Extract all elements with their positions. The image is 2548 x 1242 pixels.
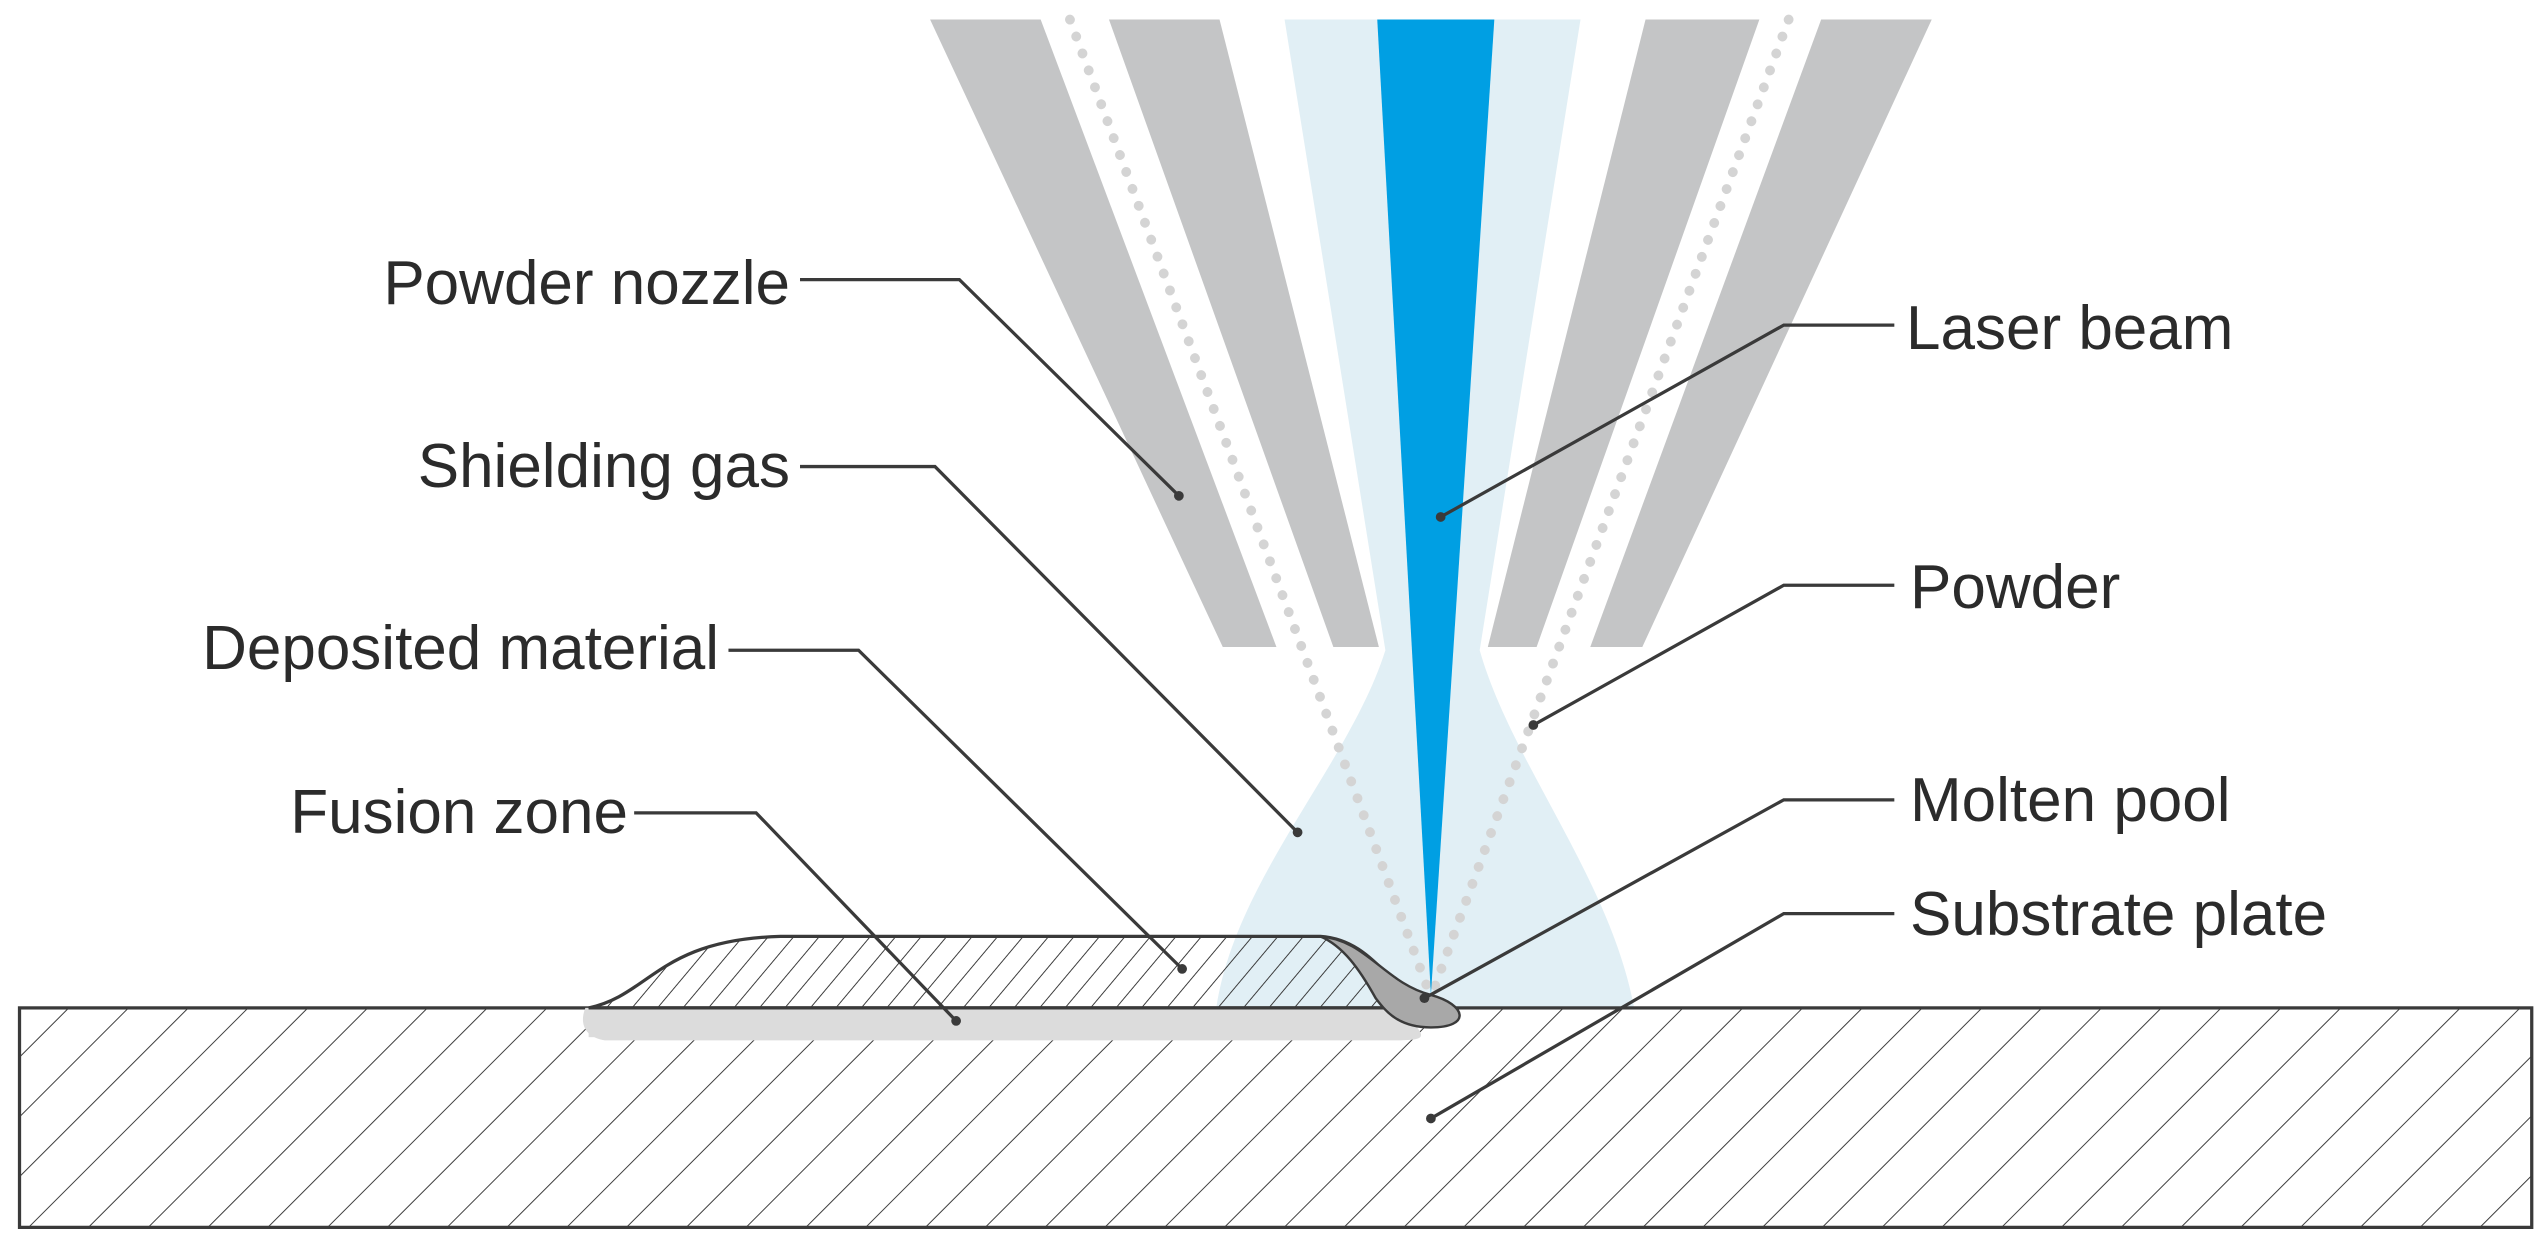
label-deposited-material: Deposited material: [202, 614, 719, 683]
label-powder: Powder: [1910, 553, 2121, 622]
powder-nozzle-right-outer: [1590, 19, 1932, 648]
leader-shielding-gas: [800, 464, 1299, 834]
molten-pool: [1319, 935, 1461, 1029]
leader-fusion-zone: [634, 811, 958, 1023]
deposited-material: [588, 934, 1417, 1010]
leader-laser-beam: [1439, 323, 1895, 519]
leader-dot-molten-pool: [1419, 993, 1430, 1004]
leader-deposited-material: [728, 648, 1184, 971]
leader-dot-powder: [1528, 720, 1539, 730]
leader-dot-fusion-zone: [951, 1016, 961, 1026]
leader-powder-nozzle: [800, 277, 1181, 497]
powder-nozzle-left-outer: [930, 19, 1277, 648]
leader-powder: [1532, 583, 1895, 727]
leader-dot-shielding-gas: [1292, 827, 1303, 838]
fusion-zone-band: [588, 1007, 1410, 1038]
label-shielding-gas: Shielding gas: [417, 432, 790, 501]
powder-nozzle-left-inner: [1108, 19, 1379, 648]
laser-beam: [1377, 19, 1495, 995]
label-laser-beam: Laser beam: [1906, 294, 2234, 363]
leader-dot-laser-beam: [1435, 512, 1446, 522]
label-fusion-zone: Fusion zone: [290, 778, 628, 847]
leader-molten-pool: [1423, 798, 1895, 1000]
powder-nozzle-right-inner: [1487, 19, 1760, 648]
leader-dot-substrate-plate: [1426, 1113, 1436, 1124]
label-substrate-plate: Substrate plate: [1910, 880, 2328, 949]
leader-dot-powder-nozzle: [1173, 490, 1184, 501]
label-powder-nozzle: Powder nozzle: [383, 249, 790, 318]
label-molten-pool: Molten pool: [1910, 766, 2231, 835]
leader-dot-deposited-material: [1177, 964, 1188, 974]
leader-substrate-plate: [1430, 911, 1895, 1120]
substrate-plate: [17, 1006, 2534, 1229]
